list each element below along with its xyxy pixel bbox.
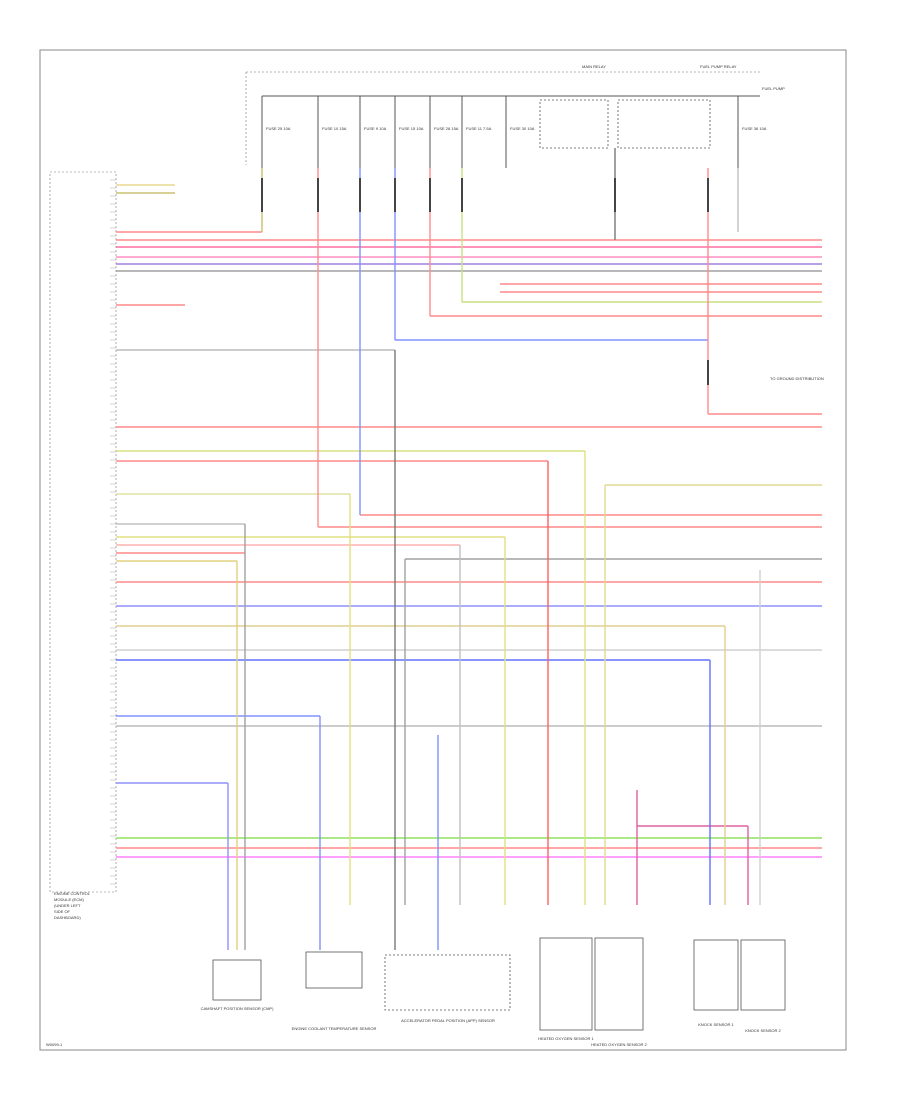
fuse-label-3: FUSE 9 10A [364, 126, 387, 131]
label-app: ACCELERATOR PEDAL POSITION (APP) SENSOR [401, 1018, 495, 1023]
knock-sensor-1[interactable] [693, 939, 739, 1011]
ecm-label-line4: SIDE OF [54, 909, 71, 914]
label-ho2s2: HEATED OXYGEN SENSOR 2 [591, 1042, 647, 1047]
ground-note: TO GROUND DISTRIBUTION [770, 376, 824, 381]
fuse-label-1: FUSE 25 10A [266, 126, 291, 131]
ecm-label-line3: (UNDER LEFT [54, 903, 81, 908]
connector-marks [261, 178, 709, 385]
ecm-label-line1: ENGINE CONTROL [54, 891, 91, 896]
ecm-connector-outline [49, 171, 117, 893]
label-ks1: KNOCK SENSOR 1 [698, 1022, 734, 1027]
fuse-labels: FUSE 25 10A FUSE 10 15A FUSE 9 10A FUSE … [266, 126, 767, 131]
fuse-stubs [261, 96, 739, 168]
fuse-label-7: FUSE 30 10A [510, 126, 535, 131]
ecm-label-line5: DASHBOARD) [54, 915, 81, 920]
app-sensor[interactable] [384, 954, 511, 1011]
ect-sensor[interactable] [305, 951, 363, 989]
relay-label-left: MAIN RELAY [582, 64, 606, 69]
label-ks2: KNOCK SENSOR 2 [745, 1028, 781, 1033]
component-labels: CAMSHAFT POSITION SENSOR (CMP) ENGINE CO… [201, 1006, 782, 1047]
horizontal-wires [116, 184, 822, 858]
fuel-pump-note: FUEL PUMP [762, 86, 785, 91]
cmp-sensor[interactable] [212, 959, 262, 1001]
fuse-label-6: FUSE 11 7.5A [466, 126, 492, 131]
fuse-label-2: FUSE 10 15A [322, 126, 347, 131]
ecm-pin-ticks [110, 179, 116, 885]
knock-sensor-2[interactable] [740, 939, 786, 1011]
fuse-label-5: FUSE 28 15A [434, 126, 459, 131]
ecm-label-line2: MODULE (ECM) [54, 897, 84, 902]
label-ect: ENGINE COOLANT TEMPERATURE SENSOR [292, 1026, 377, 1031]
fuse-label-4: FUSE 15 10A [399, 126, 424, 131]
ho2s-1[interactable] [539, 937, 593, 1031]
fuse-label-8: FUSE 36 10A [742, 126, 767, 131]
fuel-pump-relay[interactable] [617, 99, 711, 149]
fuse-box-outline [245, 71, 760, 165]
label-cmp: CAMSHAFT POSITION SENSOR (CMP) [201, 1006, 274, 1011]
diagram-frame [39, 49, 847, 1051]
ecm-label: ENGINE CONTROL MODULE (ECM) (UNDER LEFT … [54, 891, 91, 920]
main-relay[interactable] [539, 99, 609, 149]
relay-label-right: FUEL PUMP RELAY [700, 64, 737, 69]
ho2s-2[interactable] [594, 937, 644, 1031]
label-ho2s1: HEATED OXYGEN SENSOR 1 [538, 1036, 594, 1041]
vertical-wires [227, 148, 761, 950]
footer-code: W0099-1 [46, 1042, 63, 1047]
